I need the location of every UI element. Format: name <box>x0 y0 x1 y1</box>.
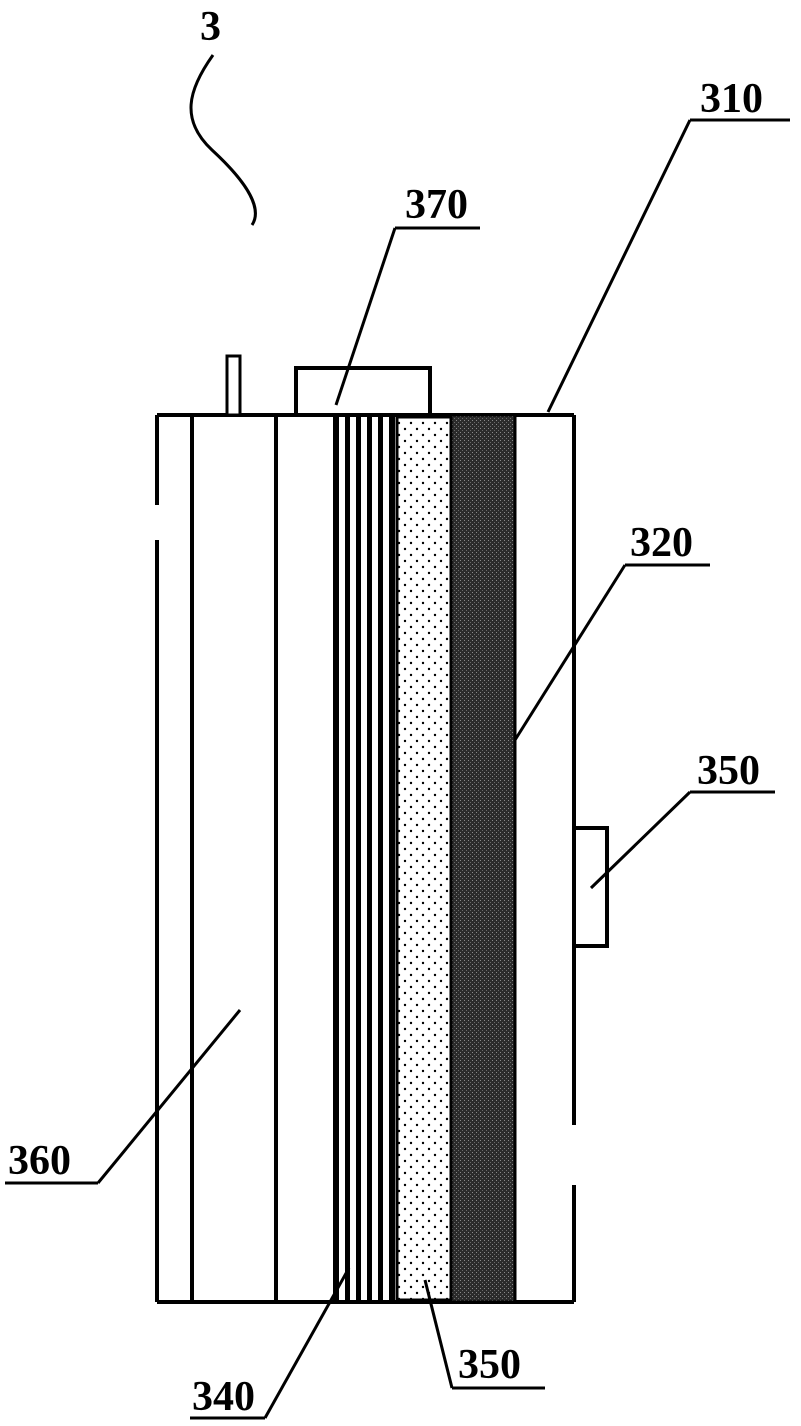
label-dark-layer: 320 <box>630 520 693 566</box>
top-part <box>294 366 432 417</box>
label-left-panel: 360 <box>8 1138 71 1184</box>
leader-lines <box>5 118 790 1420</box>
dotted-layer <box>395 415 453 1302</box>
label-top-part: 370 <box>405 182 468 228</box>
label-assembly: 3 <box>200 4 221 50</box>
dark-layer <box>449 413 517 1304</box>
label-multilayer: 340 <box>192 1374 255 1420</box>
multilayer-stack <box>333 415 395 1302</box>
assembly-leader-line <box>189 54 257 226</box>
terminal-pin <box>225 354 242 417</box>
label-housing: 310 <box>700 76 763 122</box>
label-dotted-layer: 350 <box>458 1342 521 1388</box>
panel-dividers <box>190 415 278 1302</box>
label-side-part: 350 <box>697 748 760 794</box>
